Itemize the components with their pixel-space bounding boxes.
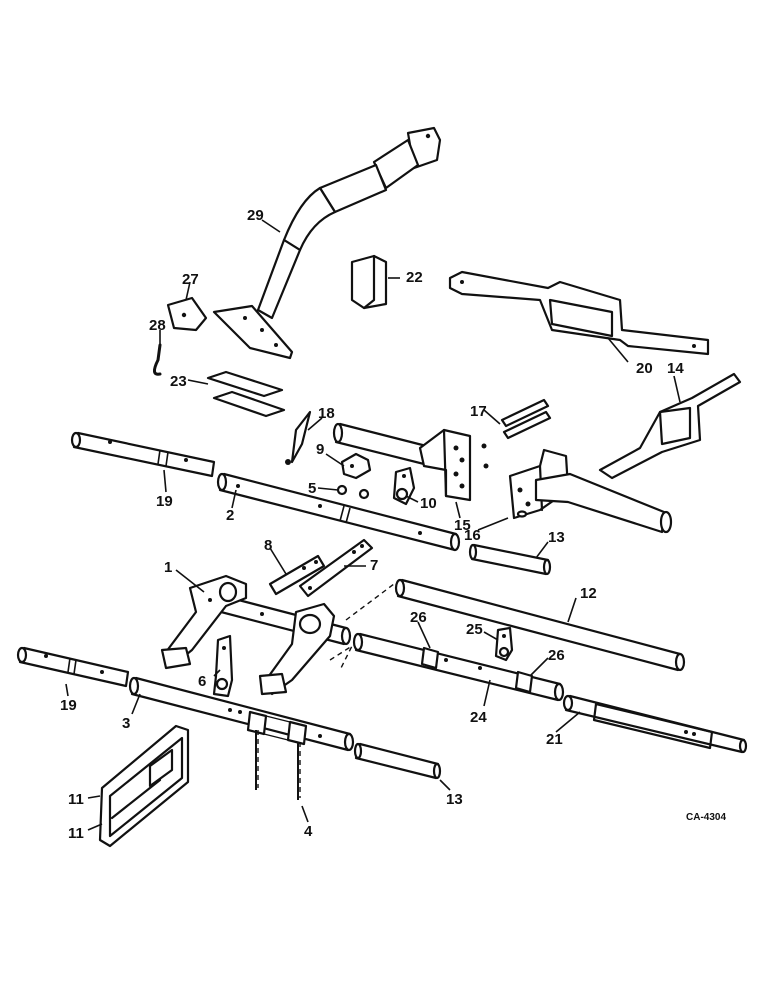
callout-13-lower: 13 bbox=[446, 791, 463, 808]
part-19-shaft-lower bbox=[16, 646, 130, 688]
callout-1: 1 bbox=[164, 559, 172, 576]
callout-9: 9 bbox=[316, 441, 324, 458]
part-11-plates bbox=[98, 724, 190, 848]
part-25-clevis bbox=[494, 626, 514, 662]
leader-lines bbox=[65, 219, 681, 831]
part-20-bracket bbox=[448, 270, 710, 356]
callout-23: 23 bbox=[170, 373, 187, 390]
part-14-bracket bbox=[598, 372, 742, 480]
callout-17: 17 bbox=[470, 403, 487, 420]
part-16-bracket bbox=[508, 448, 673, 534]
callout-29: 29 bbox=[247, 207, 264, 224]
callout-10: 10 bbox=[420, 495, 437, 512]
part-10-clevis bbox=[392, 466, 416, 506]
part-13-pin-upper bbox=[468, 543, 552, 576]
part-bolt bbox=[358, 488, 370, 500]
callout-25: 25 bbox=[466, 621, 483, 638]
callout-21: 21 bbox=[546, 731, 563, 748]
part-12-shaft bbox=[394, 578, 686, 672]
callout-24: 24 bbox=[470, 709, 487, 726]
assembly-line bbox=[329, 644, 354, 671]
part-23-shims bbox=[206, 370, 286, 418]
callout-14: 14 bbox=[667, 360, 684, 377]
part-5-nut bbox=[336, 484, 348, 496]
callout-20: 20 bbox=[636, 360, 653, 377]
part-6-clevis bbox=[212, 634, 234, 698]
callout-11-upper: 11 bbox=[68, 791, 84, 808]
callout-6: 6 bbox=[198, 673, 206, 690]
callout-3: 3 bbox=[122, 715, 130, 732]
callout-2: 2 bbox=[226, 507, 234, 524]
callout-16: 16 bbox=[464, 527, 481, 544]
callout-27: 27 bbox=[182, 271, 199, 288]
callout-26-left: 26 bbox=[410, 609, 427, 626]
callout-15: 15 bbox=[454, 517, 471, 534]
diagram-code: CA-4304 bbox=[686, 812, 726, 823]
callout-19-lower: 19 bbox=[60, 697, 77, 714]
part-7-link bbox=[298, 538, 374, 598]
part-22-block bbox=[350, 254, 388, 310]
part-24-shaft bbox=[352, 632, 565, 702]
callout-12: 12 bbox=[580, 585, 597, 602]
callout-18: 18 bbox=[318, 405, 335, 422]
part-8-link bbox=[268, 554, 326, 596]
callout-11-lower: 11 bbox=[68, 825, 84, 842]
part-18-link bbox=[285, 410, 312, 465]
part-9-plate bbox=[340, 452, 372, 480]
part-19-shaft-upper bbox=[70, 431, 216, 478]
callout-8: 8 bbox=[264, 537, 272, 554]
part-13-pin-lower bbox=[353, 742, 442, 780]
callout-22: 22 bbox=[406, 269, 423, 286]
callout-7: 7 bbox=[370, 557, 378, 574]
part-17-straps bbox=[500, 398, 552, 440]
part-28-hook bbox=[153, 343, 162, 376]
callout-4: 4 bbox=[304, 823, 313, 840]
part-29-plate bbox=[212, 304, 294, 360]
callouts: 29 27 28 23 22 20 14 17 18 9 5 10 15 16 … bbox=[60, 207, 726, 842]
part-15-bracket bbox=[332, 422, 489, 502]
part-1-frame bbox=[160, 574, 352, 696]
assembly-line bbox=[345, 583, 395, 621]
part-29-tube bbox=[256, 126, 442, 320]
callout-13-upper: 13 bbox=[548, 529, 565, 546]
part-27-bracket bbox=[166, 296, 208, 332]
part-4-collars bbox=[246, 710, 308, 800]
callout-26-right: 26 bbox=[548, 647, 565, 664]
part-2-shaft bbox=[216, 472, 461, 552]
callout-19-upper: 19 bbox=[156, 493, 173, 510]
part-21-shaft bbox=[562, 694, 748, 754]
callout-5: 5 bbox=[308, 480, 316, 497]
callout-28: 28 bbox=[149, 317, 166, 334]
